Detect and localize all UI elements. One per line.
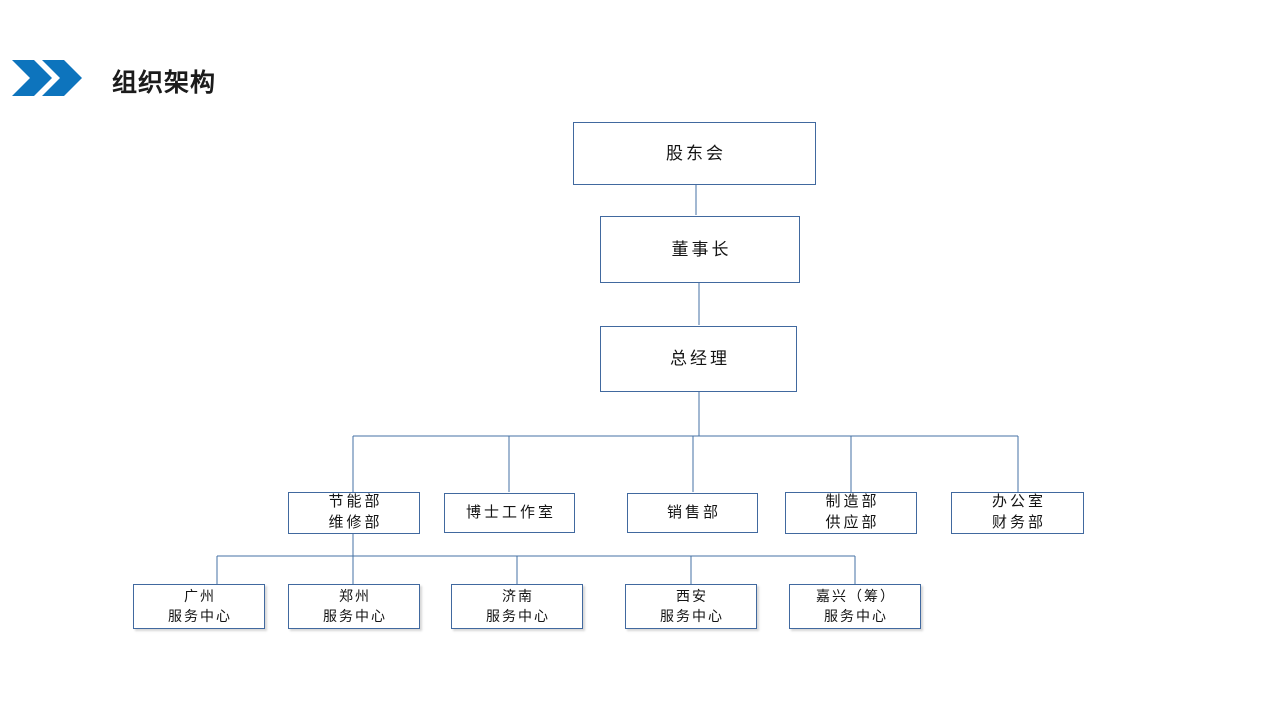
node-line: 服务中心 <box>323 607 387 624</box>
node-office-finance[interactable]: 办公室 财务部 <box>951 492 1084 534</box>
node-line: 博士工作室 <box>465 503 556 521</box>
node-jiaxing-service-center[interactable]: 嘉兴（筹） 服务中心 <box>789 584 921 629</box>
node-xian-service-center[interactable]: 西安 服务中心 <box>625 584 757 629</box>
node-line: 维修部 <box>328 514 383 531</box>
node-shareholders[interactable]: 股东会 <box>573 122 816 185</box>
node-sales[interactable]: 销售部 <box>627 493 758 533</box>
node-line: 节能部 <box>328 493 383 511</box>
node-line: 董事长 <box>671 239 732 259</box>
node-zhengzhou-service-center[interactable]: 郑州 服务中心 <box>288 584 420 629</box>
node-line: 办公室 <box>991 493 1046 511</box>
node-line: 济南 <box>502 588 534 605</box>
node-line: 服务中心 <box>168 607 232 624</box>
node-line: 总经理 <box>670 349 730 369</box>
node-line: 嘉兴（筹） <box>816 588 896 605</box>
node-line: 制造部 <box>825 493 880 511</box>
node-doctoral-studio[interactable]: 博士工作室 <box>444 493 575 533</box>
double-chevron-right-icon <box>12 58 92 98</box>
node-manufacturing-supply[interactable]: 制造部 供应部 <box>785 492 917 534</box>
node-line: 股东会 <box>666 143 726 163</box>
node-line: 郑州 <box>339 588 371 605</box>
node-jinan-service-center[interactable]: 济南 服务中心 <box>451 584 583 629</box>
page-header: 组织架构 <box>0 0 1280 120</box>
node-line: 服务中心 <box>824 607 888 624</box>
node-general-manager[interactable]: 总经理 <box>600 326 797 392</box>
node-chairman[interactable]: 董事长 <box>600 216 800 283</box>
node-guangzhou-service-center[interactable]: 广州 服务中心 <box>133 584 265 629</box>
node-line: 供应部 <box>825 514 880 531</box>
node-line: 西安 <box>676 588 708 605</box>
page-title: 组织架构 <box>112 69 217 97</box>
node-line: 服务中心 <box>660 607 724 624</box>
node-line: 广州 <box>184 588 216 605</box>
node-line: 财务部 <box>991 514 1046 531</box>
node-line: 销售部 <box>666 503 721 521</box>
node-line: 服务中心 <box>486 607 550 624</box>
node-energy-maintenance[interactable]: 节能部 维修部 <box>288 492 420 534</box>
